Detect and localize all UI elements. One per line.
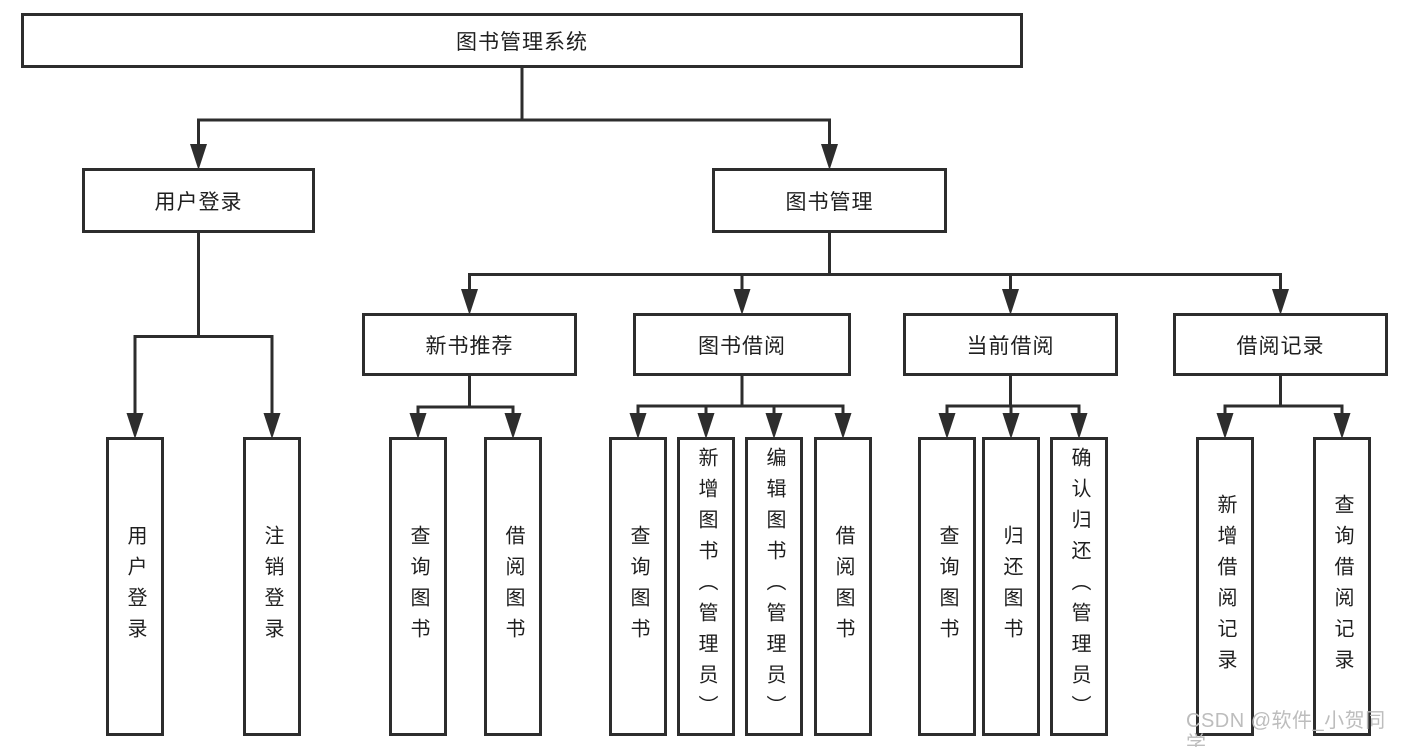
leaf-current-query-books: 查询图书 — [918, 437, 976, 736]
leaf-borrow-books: 借阅图书 — [814, 437, 872, 736]
arrowheads — [126, 144, 1351, 439]
leaf-recommend-query-books: 查询图书 — [389, 437, 447, 736]
watermark-text: CSDN @软件_小贺同学 — [1186, 710, 1386, 747]
leaf-borrow-query-books: 查询图书 — [609, 437, 667, 736]
node-root: 图书管理系统 — [21, 13, 1023, 68]
node-user-login: 用户登录 — [82, 168, 315, 233]
leaf-recommend-borrow-books: 借阅图书 — [484, 437, 542, 736]
leaf-confirm-return-admin: 确认归还（管理员） — [1050, 437, 1108, 736]
leaf-query-borrow-record: 查询借阅记录 — [1313, 437, 1371, 736]
leaf-edit-books-admin: 编辑图书（管理员） — [745, 437, 803, 736]
leaf-logout: 注销登录 — [243, 437, 301, 736]
leaf-return-books: 归还图书 — [982, 437, 1040, 736]
node-section-new-book-recommend: 新书推荐 — [362, 313, 577, 376]
leaf-add-books-admin: 新增图书（管理员） — [677, 437, 735, 736]
node-section-book-borrow: 图书借阅 — [633, 313, 851, 376]
leaf-user-login: 用户登录 — [106, 437, 164, 736]
node-section-current-borrow: 当前借阅 — [903, 313, 1118, 376]
node-section-borrow-records: 借阅记录 — [1173, 313, 1388, 376]
node-book-management: 图书管理 — [712, 168, 947, 233]
leaf-add-borrow-record: 新增借阅记录 — [1196, 437, 1254, 736]
